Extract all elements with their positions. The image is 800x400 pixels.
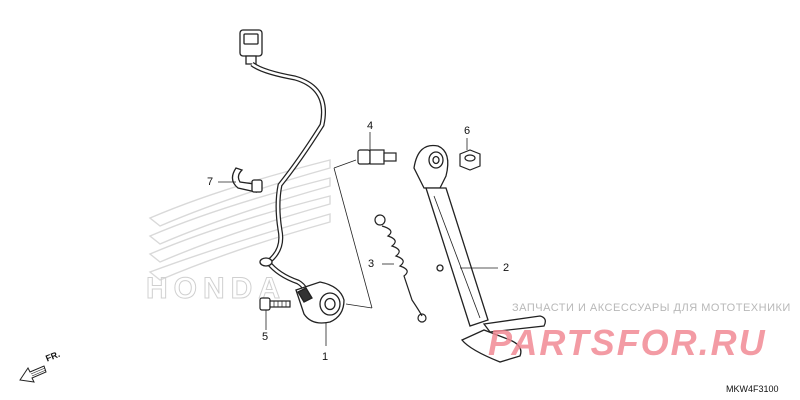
bolt-5: [259, 297, 291, 311]
nut-6: [459, 149, 481, 171]
diagram-code: MKW4F3100: [726, 384, 779, 394]
callout-4: 4: [367, 120, 374, 132]
callout-1: 1: [322, 351, 329, 363]
callout-7: 7: [207, 176, 214, 188]
side-stand-switch: [239, 29, 345, 324]
honda-brand-watermark: HONDA: [146, 272, 286, 305]
clip-7: [231, 167, 263, 193]
watermark-logo: PARTSFOR.RU: [488, 322, 767, 363]
side-stand-2: [413, 144, 546, 363]
pivot-bolt-4: [357, 149, 397, 165]
callout-6: 6: [464, 125, 471, 137]
callout-3: 3: [368, 258, 375, 270]
front-direction-arrow: [19, 365, 47, 383]
watermark-tagline: ЗАПЧАСТИ И АКСЕССУАРЫ ДЛЯ МОТОТЕХНИКИ: [512, 302, 791, 314]
spring-3: [374, 214, 427, 323]
honda-wing-watermark: [148, 159, 331, 281]
callout-5: 5: [262, 331, 269, 343]
leader-lines: [218, 132, 498, 346]
callout-2: 2: [503, 262, 510, 274]
